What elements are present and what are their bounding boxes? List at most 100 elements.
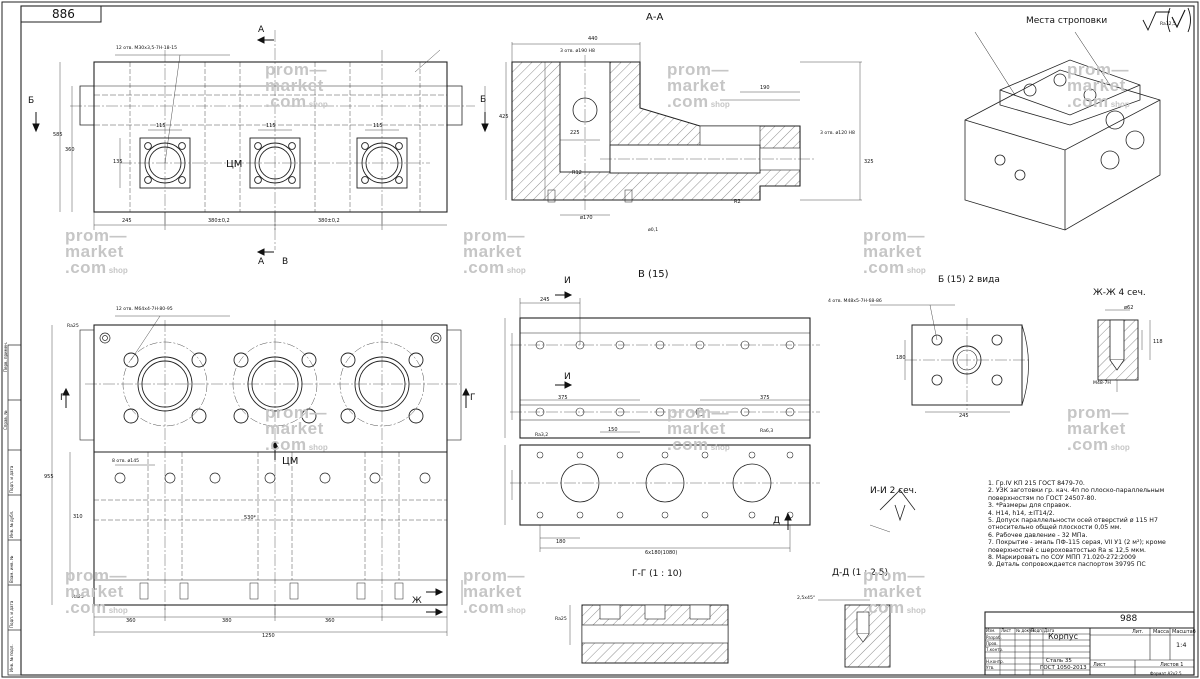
watermark-line1: prom— [863,226,925,245]
strip-4: Инв. № дубл. [9,510,14,538]
tb-col-mass: Масса [1153,629,1169,635]
dim-115-a: 115 [156,123,166,129]
note-2b: поверхностям по ГОСТ 24507-80. [988,494,1097,502]
dim-375-b: 375 [760,395,770,401]
callout-m48: 4 отв. M48х5-7Н·68-86 [828,299,882,304]
watermark-line2: market [667,419,726,439]
watermark-line2: market [265,76,324,96]
section-dd [818,599,891,668]
watermark-line3: .com [667,435,709,455]
note-5: 5. Допуск параллельности осей отверстий … [988,516,1158,524]
title-block-material-2: ГОСТ 1050-2013 [1040,665,1087,671]
isometric-view [964,31,1161,231]
callout-ra25-c: Ra25 [555,617,567,622]
dim-310: 310 [73,514,83,520]
tb-tkontr: Т.контр. [986,647,1004,652]
title-block-material-1: Сталь 35 [1046,658,1072,664]
view-bb [870,304,1030,413]
tb-row-doc: № докум. [1016,628,1036,633]
dim-118: 118 [1153,339,1163,345]
marker-d: Д [773,516,781,526]
watermark-line1: prom— [1067,60,1129,79]
marker-i-bottom: И [564,372,571,382]
dim-180-bb: 180 [896,355,906,361]
watermark-shop: shop [108,266,128,276]
dim-380-a: 380±0,2 [208,218,230,224]
note-2: 2. УЗК заготовки гр. кач. 4п по плоско-п… [988,487,1165,495]
roughness-symbol [1142,7,1191,33]
marker-v: В [282,257,289,267]
strip-5: Взам. инв. № [9,555,14,583]
watermark-line2: market [265,419,324,439]
dim-115-b: 115 [266,123,276,129]
watermark-line3: .com [65,598,107,618]
view-top-left [59,30,486,250]
dim-375-a: 375 [558,395,568,401]
watermark-line3: .com [667,92,709,112]
dim-955: 955 [44,474,54,480]
tb-utv: Утв. [986,665,995,670]
view-bottom-left [51,315,463,636]
dim-585: 585 [53,132,63,138]
title-section-ii: И-И 2 сеч. [870,486,917,496]
watermark-line1: prom— [265,60,327,79]
watermark-line3: .com [265,435,307,455]
tb-col-scale: Масштаб [1172,629,1196,635]
dim-r12: R12 [572,170,582,176]
note-7: 7. Покрытие - эмаль ПФ-115 серая, VII У1… [988,539,1166,547]
tb-row-date: Дата [1044,628,1055,633]
title-lifting-points: Места строповки [1026,16,1108,26]
callout-ra6: Ra6,3 [760,429,774,434]
dim-180: 180 [556,539,566,545]
strip-3: Подп. и дата [9,465,14,493]
dim-425: 425 [499,114,509,120]
dim-360-b: 360 [126,618,136,624]
callout-tol: ø0,1 [648,228,659,233]
tb-nkontr: Н.контр. [986,659,1004,664]
tb-sheet: Лист [1093,662,1106,668]
callout-ra25-a: Ra25 [67,324,79,329]
watermark-shop: shop [710,100,730,110]
callout-chamfer: 2,5х45° [797,596,816,601]
dim-325: 325 [864,159,874,165]
marker-b-left: Б [28,96,35,106]
tb-col-lit: Лит. [1132,629,1144,635]
title-block-part-name: Корпус [1048,632,1079,641]
watermark-line3: .com [265,92,307,112]
watermark-shop: shop [506,606,526,616]
watermark-line3: .com [863,258,905,278]
strip-1: Перв. примен. [3,341,8,372]
marker-zh: Ж [412,596,422,606]
note-3: 3. *Размеры для справок. [988,502,1072,510]
title-section-dd: Д-Д (1 : 2,5) [832,568,888,578]
marker-a-top: А [258,25,265,35]
section-zhzh [1097,309,1151,392]
dim-135: 135 [113,159,123,165]
watermark-line1: prom— [667,403,729,422]
dim-245-bb: 245 [959,413,969,419]
dim-r2: R2 [734,199,741,205]
section-ii [869,489,916,533]
dim-190: 190 [760,85,770,91]
title-section-aa: А-А [646,12,664,23]
watermark-shop: shop [308,100,328,110]
dim-1250: 1250 [262,633,275,639]
watermark-line3: .com [65,258,107,278]
watermark-line2: market [463,582,522,602]
watermark-line2: market [667,76,726,96]
side-strip [7,344,22,676]
marker-i-top: И [564,276,571,286]
watermark-line1: prom— [463,226,525,245]
note-7b: поверхностей с шероховатостью Ra ≤ 12,5 … [988,546,1147,554]
note-4: 4. H14, h14, ±IT14/2. [988,509,1055,517]
dim-150: 150 [608,427,618,433]
tb-row-sign: Подп. [1031,628,1044,633]
dim-6x180: 6х180(1080) [645,550,678,556]
